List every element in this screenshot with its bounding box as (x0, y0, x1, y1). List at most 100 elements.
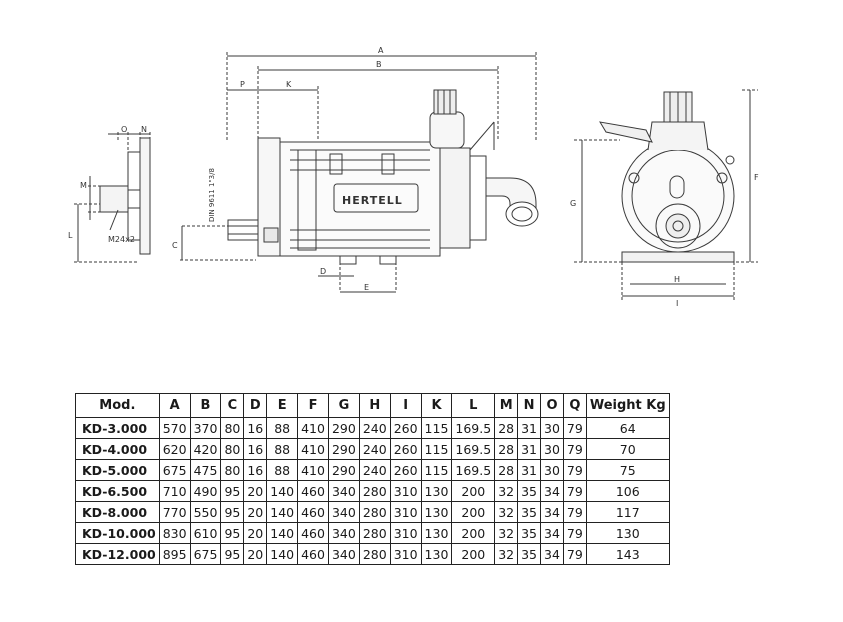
table-cell: 79 (562, 543, 587, 565)
table-cell: 106 (585, 480, 670, 502)
table-cell: 140 (266, 501, 299, 523)
table-cell: 460 (297, 522, 329, 544)
dim-label-h: H (674, 275, 680, 284)
table-cell: 675 (189, 543, 222, 565)
table-cell: 340 (327, 501, 360, 523)
column-header: G (327, 393, 360, 418)
dim-label-m: M (80, 181, 87, 190)
table-cell: 79 (562, 438, 587, 460)
dim-label-b: B (376, 60, 382, 69)
table-cell: 280 (358, 522, 391, 544)
table-cell: 280 (358, 543, 391, 565)
table-cell: 30 (540, 417, 564, 439)
table-cell: 35 (517, 522, 542, 544)
table-cell: 143 (585, 543, 670, 565)
table-cell: 290 (327, 438, 360, 460)
table-cell: 35 (517, 543, 542, 565)
table-cell: 88 (266, 459, 299, 481)
table-cell: 34 (540, 480, 564, 502)
table-cell: 200 (451, 543, 496, 565)
model-cell: KD-6.500 (75, 480, 160, 502)
table-cell: 420 (189, 438, 222, 460)
column-header: K (420, 393, 453, 418)
table-cell: 35 (517, 501, 542, 523)
dim-label-o: O (121, 125, 127, 134)
table-cell: 169.5 (451, 438, 496, 460)
dim-label-c: C (172, 241, 178, 250)
column-header: D (243, 393, 268, 418)
table-cell: 95 (220, 480, 245, 502)
thread-label: M24x2 (108, 235, 135, 244)
column-header: L (451, 393, 496, 418)
table-cell: 70 (585, 438, 670, 460)
column-header: F (297, 393, 329, 418)
table-cell: 240 (358, 438, 391, 460)
table-cell: 28 (494, 459, 519, 481)
table-cell: 260 (389, 417, 422, 439)
table-cell: 79 (562, 459, 587, 481)
model-cell: KD-8.000 (75, 501, 160, 523)
shaft-side-view (74, 132, 151, 263)
table-cell: 895 (158, 543, 191, 565)
table-cell: 340 (327, 480, 360, 502)
table-cell: 140 (266, 543, 299, 565)
table-cell: 32 (494, 480, 519, 502)
table-cell: 200 (451, 522, 496, 544)
table-cell: 31 (517, 417, 542, 439)
table-cell: 115 (420, 438, 453, 460)
table-cell: 260 (389, 438, 422, 460)
model-cell: KD-5.000 (75, 459, 160, 481)
table-cell: 310 (389, 480, 422, 502)
table-cell: 31 (517, 459, 542, 481)
table-cell: 31 (517, 438, 542, 460)
table-cell: 30 (540, 438, 564, 460)
din-label: DIN 9611 1"3/8 (208, 168, 216, 222)
table-cell: 79 (562, 522, 587, 544)
table-cell: 169.5 (451, 459, 496, 481)
column-header: E (266, 393, 299, 418)
table-cell: 340 (327, 522, 360, 544)
table-cell: 115 (420, 459, 453, 481)
dim-label-e: E (364, 283, 369, 292)
dim-label-l: L (68, 231, 73, 240)
model-cell: KD-3.000 (75, 417, 160, 439)
table-cell: 200 (451, 480, 496, 502)
model-cell: KD-4.000 (75, 438, 160, 460)
column-header: H (358, 393, 391, 418)
dim-label-d: D (320, 267, 326, 276)
table-cell: 550 (189, 501, 222, 523)
table-cell: 610 (189, 522, 222, 544)
table-cell: 570 (158, 417, 191, 439)
column-header: I (389, 393, 422, 418)
table-cell: 169.5 (451, 417, 496, 439)
column-header: O (540, 393, 564, 418)
table-cell: 310 (389, 522, 422, 544)
table-cell: 290 (327, 459, 360, 481)
table-cell: 460 (297, 501, 329, 523)
table-cell: 28 (494, 438, 519, 460)
table-cell: 130 (420, 480, 453, 502)
table-cell: 64 (585, 417, 670, 439)
table-cell: 280 (358, 501, 391, 523)
dim-label-p: P (240, 80, 245, 89)
table-cell: 20 (243, 522, 268, 544)
pump-side-view (180, 52, 539, 293)
table-cell: 80 (220, 459, 245, 481)
table-cell: 410 (297, 459, 329, 481)
table-cell: 95 (220, 543, 245, 565)
pump-front-view (574, 89, 758, 300)
table-cell: 95 (220, 522, 245, 544)
brand-label: HERTELL (342, 194, 403, 207)
table-cell: 410 (297, 417, 329, 439)
table-cell: 16 (243, 417, 268, 439)
table-cell: 290 (327, 417, 360, 439)
table-cell: 32 (494, 522, 519, 544)
dim-label-i: I (676, 299, 678, 308)
table-cell: 460 (297, 543, 329, 565)
